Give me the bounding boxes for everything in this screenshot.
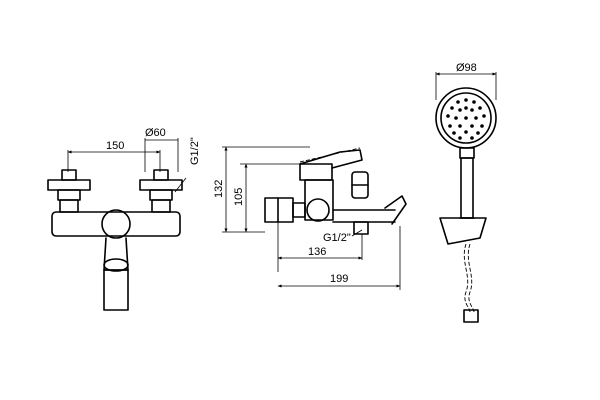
front-view: 150 Ø60 G1/2" bbox=[47, 127, 201, 311]
front-dim-spacing-line bbox=[67, 150, 161, 172]
front-body bbox=[51, 211, 181, 237]
front-spout bbox=[103, 269, 129, 311]
side-dim-136-line bbox=[277, 222, 363, 272]
side-dim-132-label: 132 bbox=[213, 180, 225, 198]
shower-holder bbox=[439, 217, 487, 245]
side-dim-136-label: 136 bbox=[308, 246, 326, 258]
shower-head-nozzles bbox=[446, 98, 486, 140]
front-handle-cap bbox=[103, 258, 129, 272]
side-view: 132 105 G1/2" bbox=[213, 146, 407, 290]
front-dim-diameter-line bbox=[144, 138, 179, 172]
hose-connector bbox=[463, 309, 479, 323]
front-left-inlet bbox=[47, 169, 91, 213]
side-dim-105-line bbox=[240, 163, 300, 233]
hand-shower-dim-label: Ø98 bbox=[456, 62, 477, 74]
shower-hose bbox=[463, 243, 471, 313]
hand-shower-dim-line bbox=[435, 72, 497, 100]
shower-neck bbox=[459, 147, 475, 159]
front-handle-neck bbox=[103, 237, 129, 271]
side-dim-199-line bbox=[277, 226, 401, 290]
side-inlet bbox=[264, 197, 306, 223]
front-dim-diameter-label: Ø60 bbox=[145, 127, 166, 139]
front-handle-base bbox=[101, 209, 131, 239]
side-thread-leader bbox=[351, 229, 363, 237]
side-dim-thread-label: G1/2" bbox=[323, 232, 351, 244]
shower-head-inner bbox=[440, 92, 492, 144]
side-dim-105-label: 105 bbox=[233, 188, 245, 206]
side-dim-199-label: 199 bbox=[330, 273, 348, 285]
front-dim-spacing-label: 150 bbox=[106, 140, 124, 152]
side-body bbox=[299, 147, 407, 235]
front-dim-thread-label: G1/2" bbox=[189, 137, 201, 165]
hand-shower: Ø98 bbox=[435, 62, 497, 323]
side-dim-132-line bbox=[222, 146, 310, 233]
shower-handle bbox=[460, 157, 474, 219]
